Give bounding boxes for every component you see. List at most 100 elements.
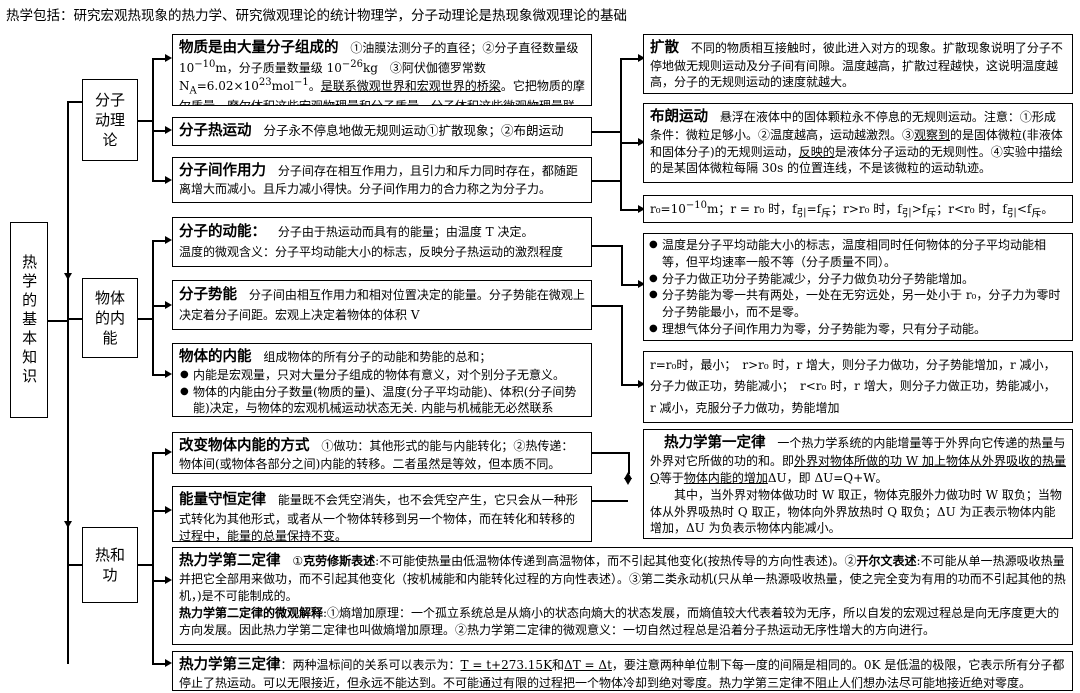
brownian-t1: 悬浮在液体中的固体颗粒永不停息的无规则运动。注意：①形成条件：微粒足够小。②温度… bbox=[650, 110, 1056, 142]
tl-u2: ΔT = Δt bbox=[564, 658, 612, 672]
first-law-t3: ΔU，即 ΔU=Q+W。 bbox=[767, 471, 888, 486]
kinetic-title: 分子的动能： bbox=[179, 223, 266, 240]
mc-e1: −10 bbox=[194, 58, 216, 70]
change-internal-body: ①做功：其他形式的能与内能转化；②热传递：物体间(或物体各部分之间)内能的转移。… bbox=[179, 439, 574, 471]
kinetic-box: 分子的动能： 分子由于热运动而具有的能量；由温度 T 决定。 温度的微观含义：分… bbox=[172, 217, 592, 267]
conservation-box: 能量守恒定律 能量既不会凭空消失，也不会凭空产生，它只会从一种形式转化为其他形式… bbox=[172, 486, 592, 542]
potential-title: 分子势能 bbox=[179, 286, 237, 303]
second-law-box: 热力学第二定律 ①克劳修斯表述:不可能使热量由低温物体传递到高温物体，而不引起其… bbox=[172, 547, 1073, 645]
internal-energy-title: 物体的内能 bbox=[179, 348, 252, 365]
molecular-motion-box: 分子热运动 分子永不停息地做无规则运动①扩散现象；②布朗运动 bbox=[172, 117, 592, 146]
second-law-title: 热力学第二定律 bbox=[179, 552, 281, 569]
r0-s5: 引 bbox=[1006, 208, 1017, 220]
molecular-force-title: 分子间作用力 bbox=[179, 162, 266, 179]
mc-t2: m，分子质量数量级 10 bbox=[215, 60, 342, 75]
first-law-box: 热力学第一定律 一个热力学系统的内能增量等于外界向它传递的热量与外界对它所做的功… bbox=[643, 429, 1073, 539]
r0-s6: 斥 bbox=[1031, 208, 1042, 220]
category-heat-work-label: 热和功 bbox=[94, 545, 125, 584]
change-internal-box: 改变物体内能的方式 ①做功：其他形式的能与内能转化；②热传递：物体间(或物体各部… bbox=[172, 432, 592, 474]
energy-notes-box: 温度是分子平均动能大小的标志，温度相同时任何物体的分子平均动能相等，但平均速率一… bbox=[643, 233, 1073, 341]
first-law-t4: 其中，当外界对物体做功时 W 取正，物体克服外力做功时 W 取负；当物体从外界吸… bbox=[650, 487, 1062, 536]
r0-s4: 斥 bbox=[926, 208, 937, 220]
brownian-u1: 观察到 bbox=[914, 128, 951, 142]
internal-energy-box: 物体的内能 组成物体的所有分子的动能和势能的总和； 内能是宏观量，只对大量分子组… bbox=[172, 343, 592, 417]
list-item: 内能是宏观量，只对大量分子组成的物体有意义，对个别分子无意义。 bbox=[180, 367, 585, 384]
sl-t1: ① bbox=[292, 554, 304, 568]
r0-detail-line3: r 减小，克服分子力做功，势能增加 bbox=[650, 400, 840, 415]
conservation-body: 能量既不会凭空消失，也不会凭空产生，它只会从一种形式转化为其他形式，或者从一个物… bbox=[179, 493, 578, 542]
r0-f: ；r<r₀ 时，f bbox=[936, 202, 1007, 216]
mc-t7: 。它把物质的摩尔质量、摩尔体积这些宏观物理量和分子质量、分子体积这些微观物理量联… bbox=[179, 78, 585, 106]
first-law-t2: 等于 bbox=[659, 471, 684, 486]
mc-e4: −1 bbox=[294, 76, 309, 88]
category-molecular: 分子动理论 bbox=[82, 79, 138, 161]
brownian-title: 布朗运动 bbox=[650, 108, 708, 125]
list-item: 理想气体分子间作用力为零，分子势能为零，只有分子动能。 bbox=[649, 321, 1066, 338]
mc-sub: A bbox=[189, 85, 197, 97]
kinetic-body1: 分子由于热运动而具有的能量；由温度 T 决定。 bbox=[277, 225, 534, 239]
r0-s2: 斥 bbox=[821, 208, 832, 220]
first-law-u1: 外界对物体所做的功 W 加上物体从外界吸收的热量 Q bbox=[650, 454, 1066, 486]
top-line: 热学包括：研究宏观热现象的热力学、研究微观理论的统计物理学，分子动理论是热现象微… bbox=[6, 8, 627, 24]
diffusion-body: 不同的物质相互接触时，彼此进入对方的现象。扩散现象说明了分子不停地做无规则运动及… bbox=[650, 41, 1063, 89]
r0-g: <f bbox=[1016, 202, 1032, 216]
mc-underlined: 是联系微观世界和宏观世界的桥梁 bbox=[320, 78, 501, 93]
third-law-title: 热力学第三定律 bbox=[179, 656, 281, 673]
category-molecular-label: 分子动理论 bbox=[94, 90, 125, 150]
molecular-motion-title: 分子热运动 bbox=[179, 122, 252, 139]
brownian-t3: 是液体分子运动的无规则性。④实验中描绘的是某固体微粒每隔 30s 的位置连线，不… bbox=[650, 144, 1063, 176]
tl-t3: ，要注意两种单位制下每一度的间隔是相同的。0K 是低温的极限，它表示所有分子都停… bbox=[179, 658, 1065, 690]
mc-e2: −26 bbox=[341, 58, 363, 70]
r0-s3: 引 bbox=[901, 208, 912, 220]
r0-s1: 引 bbox=[796, 208, 807, 220]
r0-h: 。 bbox=[1041, 202, 1054, 216]
change-internal-title: 改变物体内能的方式 bbox=[179, 437, 310, 454]
tl-u1: T = t+273.15K bbox=[460, 658, 553, 672]
r0-detail-box: r=r₀时，最小； r>r₀ 时，r 增大，则分子力做功，分子势能增加，r 减小… bbox=[643, 351, 1073, 423]
first-law-t1: 一个热力学系统的内能增量等于外界向它传递的热量与外界对它所做的功的和。即 bbox=[650, 436, 1066, 469]
sl-t4: :①熵增加原理：一个孤立系统总是从熵小的状态向熵大的状态发展，而熵值较大代表着较… bbox=[179, 605, 1060, 637]
first-law-u2: 物体内能的增加 bbox=[683, 471, 768, 486]
sl-t3: :不可能从单一热源吸收热量并把它全部用来做功，而不引起其他变化（按机械能和内能转… bbox=[179, 554, 1066, 604]
r0-detail-line1: r=r₀时，最小； r>r₀ 时，r 增大，则分子力做功，分子势能增加，r 减小… bbox=[650, 358, 1056, 372]
sl-t2: :不可能使热量由低温物体传递到高温物体，而不引起其他变化(按热传导的方向性表述)… bbox=[375, 554, 857, 568]
kinetic-body2: 温度的微观含义：分子平均动能大小的标志，反映分子热运动的激烈程度 bbox=[179, 244, 564, 259]
brownian-box: 布朗运动 悬浮在液体中的固体颗粒永不停息的无规则运动。注意：①形成条件：微粒足够… bbox=[643, 103, 1073, 183]
list-item: 物体的内能由分子数量(物质的量)、温度(分子平均动能)、体积(分子间势能)决定，… bbox=[180, 384, 585, 416]
diffusion-box: 扩散 不同的物质相互接触时，彼此进入对方的现象。扩散现象说明了分子不停地做无规则… bbox=[643, 34, 1073, 94]
list-item: 分子力做正功分子势能减少，分子力做负功分子势能增加。 bbox=[649, 271, 1066, 288]
r0-e: >f bbox=[911, 202, 927, 216]
root-box: 热学的基本知识 bbox=[10, 222, 48, 418]
list-item: 分子势能为零一共有两处，一处在无穷远处，另一处小于 r₀，分子力为零时分子势能最… bbox=[649, 287, 1066, 321]
molecular-composition-box: 物质是由大量分子组成的 ①油膜法测分子的直径；②分子直径数量级 10−10m，分… bbox=[172, 34, 592, 106]
mc-t3: kg ③阿伏伽德罗常数 N bbox=[179, 60, 498, 93]
brownian-t2: 的是固体微粒(非液体和固体分子)的无规则运动， bbox=[650, 128, 1063, 159]
r0-a: r₀=10 bbox=[650, 202, 686, 216]
list-item: 温度是分子平均动能大小的标志，温度相同时任何物体的分子平均动能相等，但平均速率一… bbox=[649, 237, 1066, 271]
potential-box: 分子势能 分子间由相互作用力和相对位置决定的能量。分子势能在微观上决定着分子间距… bbox=[172, 280, 592, 330]
sl-b1: 克劳修斯表述 bbox=[303, 554, 376, 568]
internal-energy-list: 内能是宏观量，只对大量分子组成的物体有意义，对个别分子无意义。 物体的内能由分子… bbox=[179, 367, 585, 416]
root-label: 热学的基本知识 bbox=[20, 253, 39, 387]
first-law-title: 热力学第一定律 bbox=[664, 434, 766, 451]
mc-t4: =6.02×10 bbox=[196, 78, 259, 93]
r0-b: m；r = r₀ 时，f bbox=[706, 202, 797, 216]
mc-e3: 23 bbox=[258, 76, 272, 88]
sl-b3: 热力学第二定律的微观解释 bbox=[179, 605, 324, 620]
r0-aexp: −10 bbox=[685, 200, 707, 211]
molecular-force-box: 分子间作用力 分子间存在相互作用力，且引力和斥力同时存在，都随距离增大而减小。且… bbox=[172, 157, 592, 203]
diffusion-title: 扩散 bbox=[650, 39, 679, 56]
molecular-motion-body: 分子永不停息地做无规则运动①扩散现象；②布朗运动 bbox=[263, 123, 564, 138]
brownian-u2: 反映的 bbox=[798, 144, 835, 159]
potential-body: 分子间由相互作用力和相对位置决定的能量。分子势能在微观上决定着分子间距。宏观上决… bbox=[179, 288, 585, 322]
internal-energy-intro: 组成物体的所有分子的动能和势能的总和； bbox=[263, 350, 492, 364]
third-law-box: 热力学第三定律：两种温标间的关系可以表示为：T = t+273.15K和ΔT =… bbox=[172, 651, 1073, 691]
conservation-title: 能量守恒定律 bbox=[179, 491, 266, 508]
r0-detail-line2: 分子力做正功，势能减小； r<r₀ 时，r 增大，则分子力做正功，势能减小， bbox=[650, 379, 1056, 394]
sl-b2: 开尔文表述 bbox=[856, 554, 917, 568]
molecular-composition-title: 物质是由大量分子组成的 bbox=[179, 39, 339, 56]
molecular-force-body: 分子间存在相互作用力，且引力和斥力同时存在，都随距离增大而减小。且斥力减小得快。… bbox=[179, 164, 578, 196]
tl-t2: 和 bbox=[552, 658, 565, 672]
category-internal-label: 物体的内能 bbox=[94, 288, 125, 348]
category-heat-work: 热和功 bbox=[82, 527, 138, 603]
